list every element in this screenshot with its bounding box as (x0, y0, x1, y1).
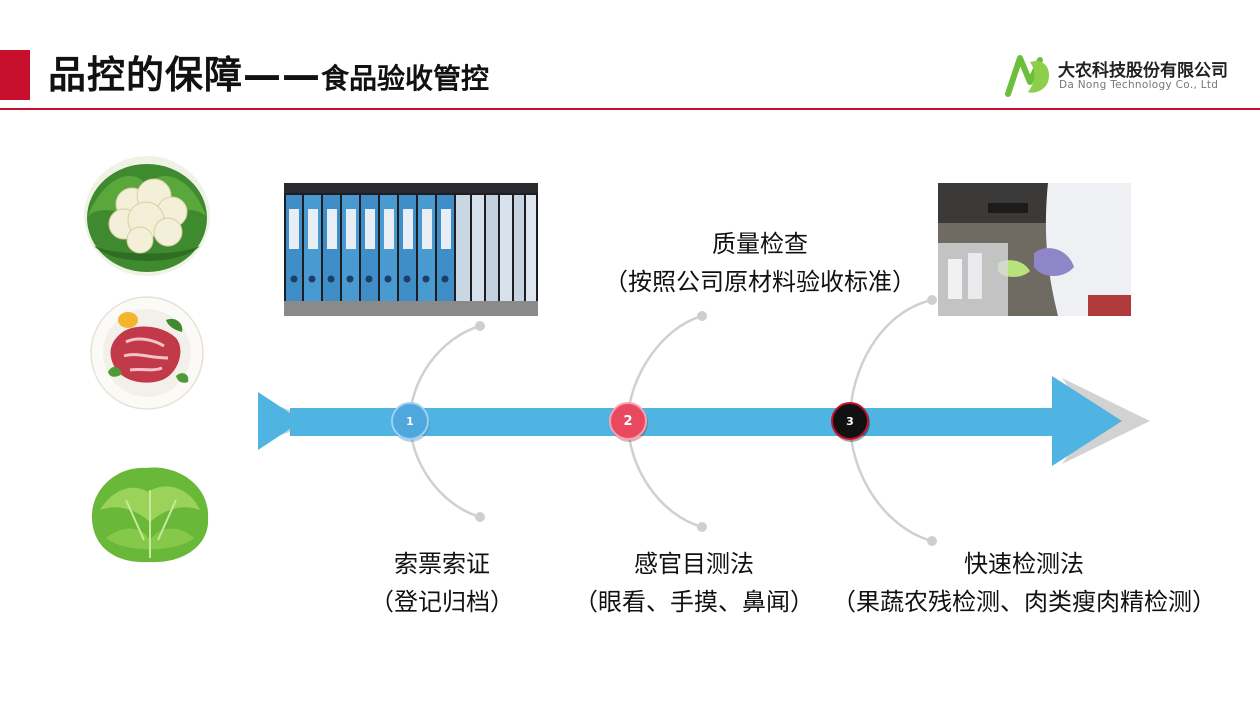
node-2-number: 2 (623, 413, 633, 429)
lab-testing-photo (938, 183, 1131, 316)
node-3-circle (831, 402, 869, 440)
node-2-circle (609, 402, 647, 440)
node-1-number: 1 (406, 414, 414, 428)
connector-dot-2-bottom (697, 522, 707, 532)
file-binders-photo (284, 183, 538, 316)
connector-dot-2-top (697, 311, 707, 321)
logo-company-english: Da Nong Technology Co., Ltd (1059, 79, 1219, 91)
beef-steak-image (90, 296, 204, 410)
step-3-detail: （果蔬农残检测、肉类瘦肉精检测） (832, 588, 1216, 616)
logo-company-name: 大农科技股份有限公司 (1058, 61, 1228, 81)
connector-dot-3-bottom (927, 536, 937, 546)
step-2-detail: （眼看、手摸、鼻闻） (574, 588, 814, 616)
page-title: 品控的保障—— 食品验收管控 (48, 44, 489, 100)
header-accent-bar (0, 50, 30, 100)
arrow-tail (258, 392, 302, 450)
quality-check-detail: （按照公司原材料验收标准） (604, 268, 916, 296)
node-3-number: 3 (846, 414, 854, 428)
header-divider (0, 108, 1260, 110)
logo-leaf-icon (1005, 55, 1050, 97)
node-1-circle (391, 402, 429, 440)
arrow-head (1052, 376, 1122, 466)
company-logo: 大农科技股份有限公司 Da Nong Technology Co., Ltd (1004, 52, 1244, 98)
step-1-detail: （登记归档） (370, 588, 514, 616)
step-3-title: 快速检测法 (964, 550, 1084, 578)
connector-dot-1-top (475, 321, 485, 331)
title-sub: 食品验收管控 (321, 62, 490, 95)
connector-dot-1-bottom (475, 512, 485, 522)
title-main: 品控的保障—— (48, 53, 322, 97)
step-1-title: 索票索证 (394, 550, 490, 578)
cauliflower-image (84, 156, 210, 276)
lettuce-image (86, 460, 214, 566)
connector-dot-3-top (927, 295, 937, 305)
step-2-title: 感官目测法 (634, 550, 754, 578)
quality-check-title: 质量检查 (712, 230, 808, 258)
